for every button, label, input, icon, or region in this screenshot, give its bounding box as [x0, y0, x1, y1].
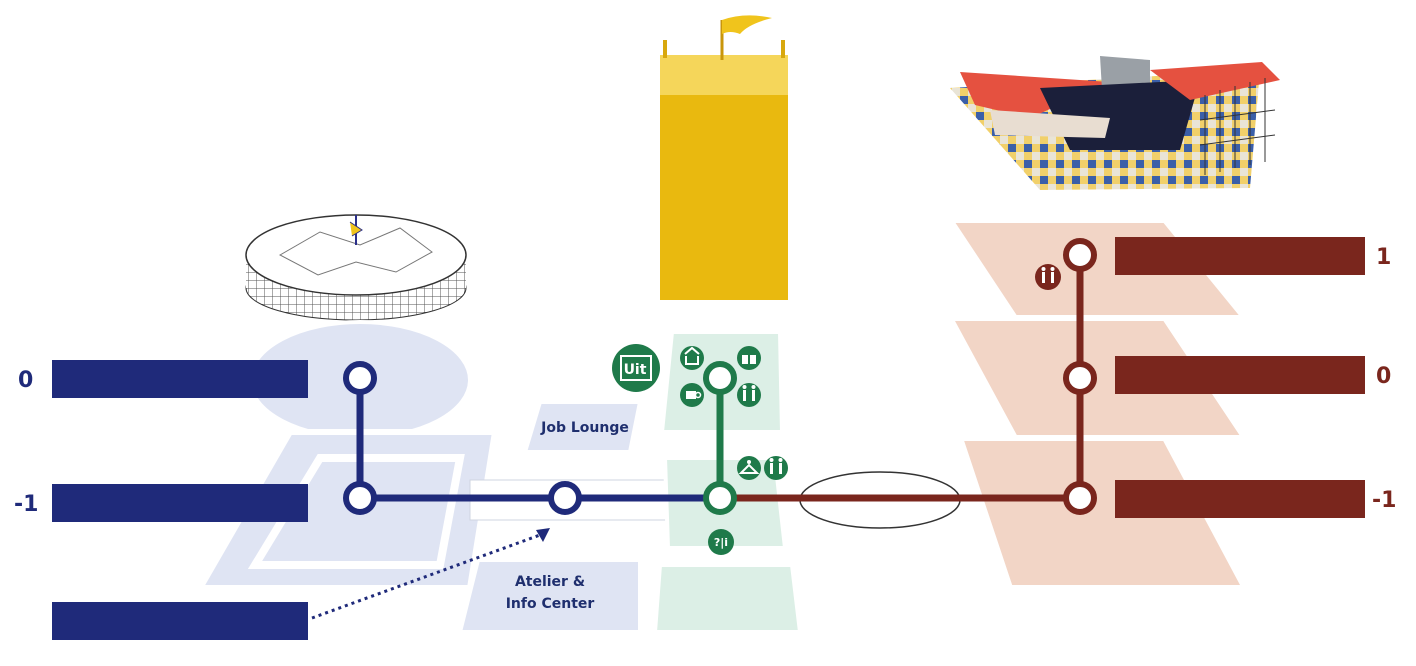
- node-red-1[interactable]: [1063, 238, 1097, 272]
- gift-icon[interactable]: [737, 346, 761, 370]
- toilets-icon[interactable]: [764, 456, 788, 480]
- atelier-pointer-arrow: [311, 528, 550, 620]
- exit-icon[interactable]: Uit: [612, 344, 660, 392]
- red-level-0-label: 0: [1376, 364, 1391, 389]
- job-lounge-label: Job Lounge: [540, 420, 629, 436]
- cloakroom-icon[interactable]: [737, 456, 761, 480]
- shop-icon[interactable]: [680, 346, 704, 370]
- cafe-icon[interactable]: [680, 383, 704, 407]
- red-level-1-bar: [1115, 237, 1365, 275]
- node-red-minus1[interactable]: [1063, 481, 1097, 515]
- node-blue-0[interactable]: [343, 361, 377, 395]
- info-icon[interactable]: ?|i: [708, 529, 734, 555]
- node-blue-corridor[interactable]: [548, 481, 582, 515]
- tower-flag-icon: [660, 15, 788, 300]
- atelier-info-center-room[interactable]: Atelier & Info Center: [457, 558, 642, 634]
- toilets-icon[interactable]: [1035, 264, 1061, 290]
- blue-level-0-label: 0: [18, 368, 33, 393]
- atelier-label-line1: Atelier &: [515, 574, 585, 590]
- atelier-label-line2: Info Center: [506, 596, 595, 612]
- red-level-minus1-bar: [1115, 480, 1365, 518]
- job-lounge-room[interactable]: Job Lounge: [522, 400, 643, 454]
- info-label: ?|i: [714, 536, 728, 549]
- node-green-upper[interactable]: [703, 361, 737, 395]
- node-red-0[interactable]: [1063, 361, 1097, 395]
- blue-level-0-bar: [52, 360, 308, 398]
- red-level-0-floor: [944, 315, 1251, 441]
- red-level-minus1-label: -1: [1372, 488, 1396, 513]
- blue-level-minus1-bar: [52, 484, 308, 522]
- route-nodes: [343, 238, 1097, 515]
- node-blue-minus1[interactable]: [343, 481, 377, 515]
- uit-label: Uit: [624, 362, 647, 378]
- red-level-minus1-floor: [955, 435, 1250, 591]
- dome-building-icon: [245, 214, 467, 321]
- node-green-lower[interactable]: [703, 481, 737, 515]
- toilets-icon[interactable]: [737, 383, 761, 407]
- museum-building-icon: [950, 56, 1280, 190]
- red-level-1-label: 1: [1376, 245, 1391, 270]
- blue-extra-bar: [52, 602, 308, 640]
- blue-level-minus1-label: -1: [14, 492, 38, 517]
- red-level-0-bar: [1115, 356, 1365, 394]
